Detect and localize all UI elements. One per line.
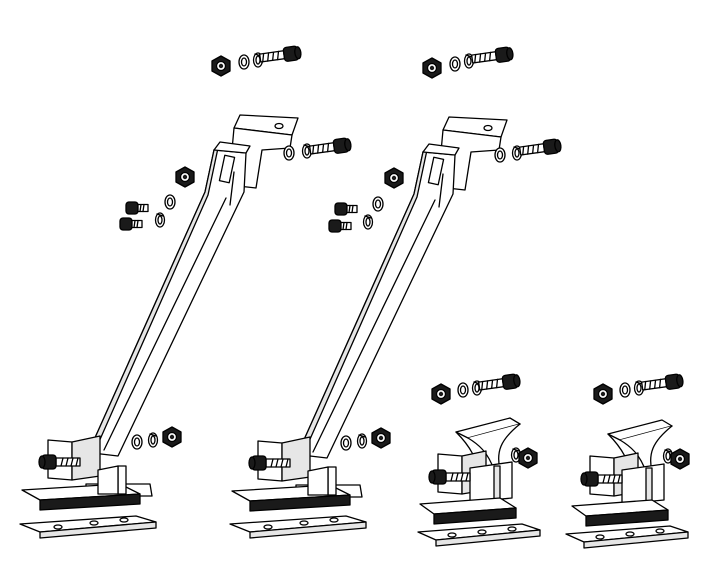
short-foot-assembly-2: [565, 372, 690, 549]
top-hardware-1: [211, 44, 303, 77]
base-plate-2: [229, 515, 367, 539]
bottom-hardware-1: [131, 426, 182, 450]
foot-clamp-3: [419, 450, 517, 525]
short-foot-assembly-1: [417, 372, 541, 547]
long-tube-1: [83, 141, 251, 457]
foot-clamp-4: [571, 452, 669, 527]
top-hardware-3: [431, 372, 522, 405]
upper-bracket-1: [231, 114, 299, 189]
side-hardware-3: [510, 447, 538, 469]
base-plate-4: [565, 525, 689, 549]
top-hardware-4: [593, 372, 685, 405]
tilt-leg-assembly-1: [19, 44, 353, 539]
side-hardware-4: [662, 448, 690, 470]
base-plate-1: [19, 515, 157, 539]
base-plate-3: [417, 523, 541, 547]
bottom-hardware-2: [340, 427, 391, 451]
foot-clamp-1: [21, 435, 153, 511]
upper-bracket-2: [440, 116, 508, 191]
tilt-leg-assembly-2: [229, 45, 563, 539]
top-hardware-2: [422, 45, 515, 79]
foot-clamp-2: [231, 436, 363, 512]
long-tube-2: [292, 143, 460, 459]
